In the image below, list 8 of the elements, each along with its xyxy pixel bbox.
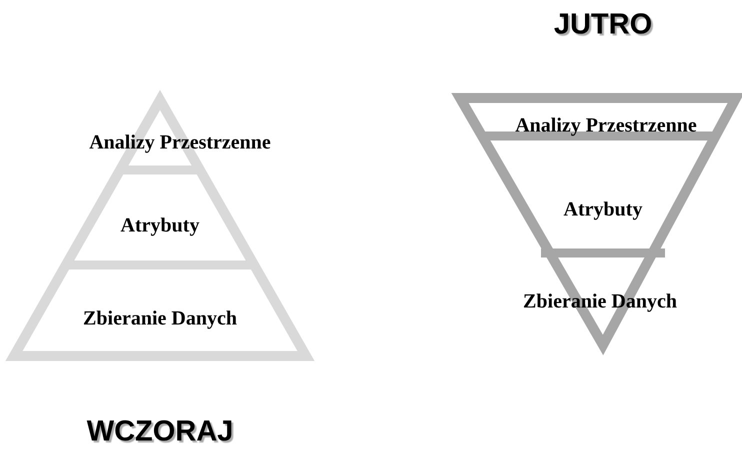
pyramid-title: WCZORAJ bbox=[86, 416, 234, 448]
level-label: Zbieranie Danych bbox=[83, 308, 237, 330]
level-label: Atrybuty bbox=[564, 198, 642, 222]
pyramid-title: JUTRO bbox=[554, 8, 652, 42]
level-label: Analizy Przestrzenne bbox=[89, 132, 271, 154]
level-label: Zbieranie Danych bbox=[523, 290, 677, 314]
level-label: Atrybuty bbox=[120, 214, 200, 238]
level-label: Analizy Przestrzenne bbox=[515, 114, 697, 138]
